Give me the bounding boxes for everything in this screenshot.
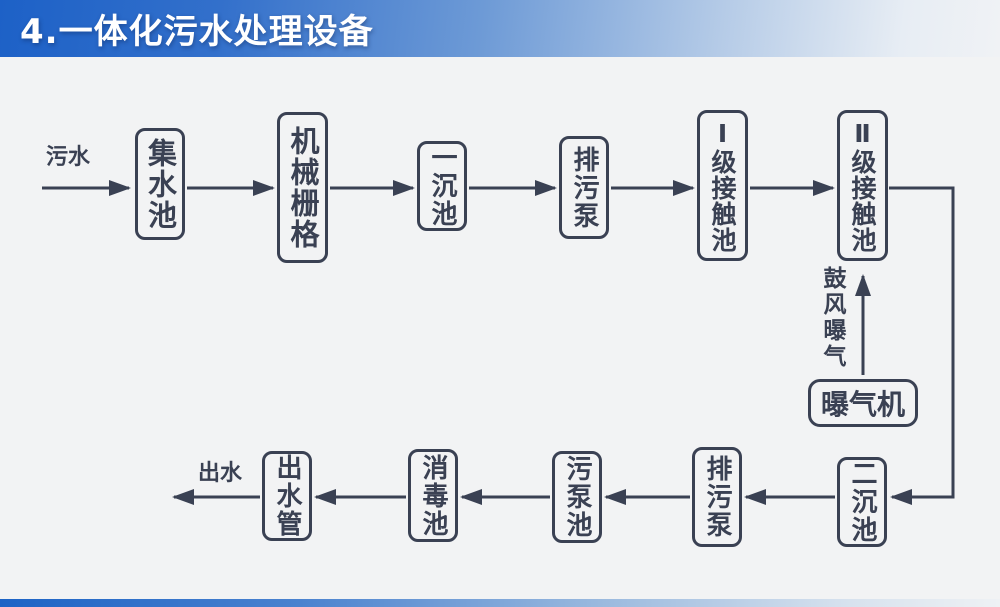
flow-node-sewage-discharge-pump-top: 排污泵 (559, 136, 609, 239)
aeration-flow-label: 鼓风曝气 (819, 266, 845, 370)
flow-node-collecting-tank: 集水池 (135, 128, 185, 240)
page-title: 4.一体化污水处理设备 (20, 12, 374, 52)
arrow-stage2-to-secondary-sedimentation (889, 186, 955, 505)
flow-node-stage1-contact-tank: Ⅰ级接触池 (697, 110, 748, 261)
flow-node-sludge-pump-tank: 污泵池 (552, 451, 602, 543)
flow-node-secondary-sedimentation-tank: 二沉池 (837, 457, 887, 547)
flow-node-sewage-discharge-pump-bottom: 排污泵 (692, 447, 742, 547)
flow-node-disinfection-tank: 消毒池 (408, 449, 458, 542)
flow-node-aerator: 曝气机 (808, 379, 918, 427)
bottom-accent-bar (0, 599, 1000, 607)
outflow-label: 出水 (198, 461, 243, 486)
flow-node-mechanical-grid: 机械栅格 (277, 112, 328, 263)
title-bar: 4.一体化污水处理设备 (0, 0, 1000, 57)
flow-node-stage2-contact-tank: Ⅱ级接触池 (837, 110, 888, 261)
flow-node-primary-sedimentation-tank: 一沉池 (417, 141, 467, 231)
flow-node-outlet-pipe: 出水管 (262, 451, 312, 541)
inflow-label: 污水 (46, 145, 91, 170)
